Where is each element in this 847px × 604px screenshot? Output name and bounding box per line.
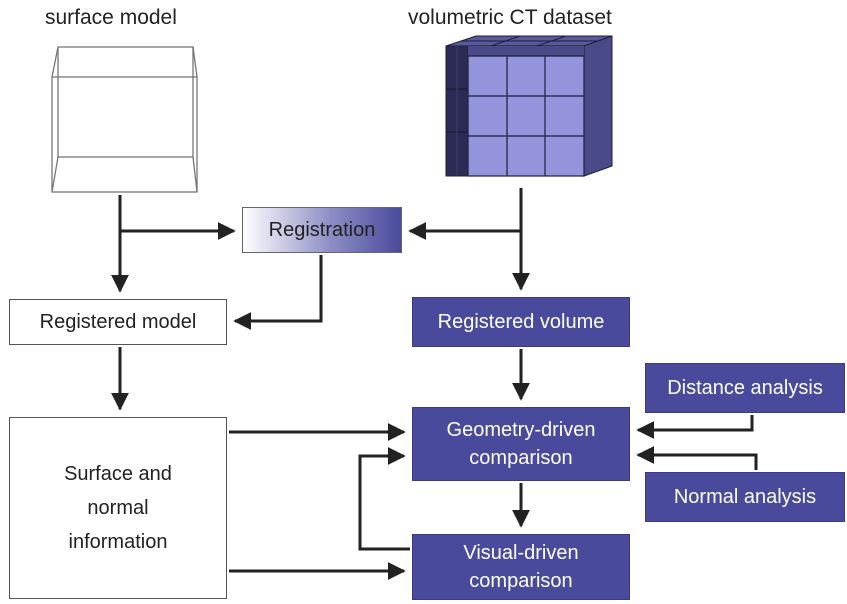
arrow-visual-to-geometry-feedback <box>358 447 410 551</box>
visual-driven-label-line2: comparison <box>469 570 573 592</box>
arrow-normal-to-geometry <box>636 446 758 470</box>
normal-analysis-label: Normal analysis <box>673 485 817 508</box>
geometry-driven-label-line2: comparison <box>469 447 573 469</box>
visual-driven-box: Visual-driven comparison <box>412 534 630 600</box>
visual-driven-label-line1: Visual-driven <box>463 542 579 564</box>
surface-normal-box: Surface and normal information <box>9 417 227 599</box>
arrow-distance-to-geometry <box>636 415 754 439</box>
distance-analysis-box: Distance analysis <box>645 363 845 413</box>
normal-analysis-box: Normal analysis <box>645 472 845 522</box>
registration-box: Registration <box>242 207 402 253</box>
registered-model-label: Registered model <box>39 310 197 333</box>
geometry-driven-box: Geometry-driven comparison <box>412 407 630 481</box>
ct-dataset-title: volumetric CT dataset <box>408 6 612 29</box>
arrow-registration-to-registered-model <box>233 255 323 330</box>
distance-analysis-label: Distance analysis <box>667 376 823 399</box>
surface-normal-label-line2: normal <box>87 497 149 519</box>
surface-model-title: surface model <box>45 6 177 29</box>
registered-volume-label: Registered volume <box>437 310 605 333</box>
surface-normal-label-line3: information <box>68 531 168 553</box>
registered-model-box: Registered model <box>9 299 227 345</box>
surface-normal-label-line1: Surface and <box>64 463 172 485</box>
registration-label: Registration <box>268 218 376 241</box>
registered-volume-box: Registered volume <box>412 297 630 347</box>
geometry-driven-label-line1: Geometry-driven <box>446 419 596 441</box>
